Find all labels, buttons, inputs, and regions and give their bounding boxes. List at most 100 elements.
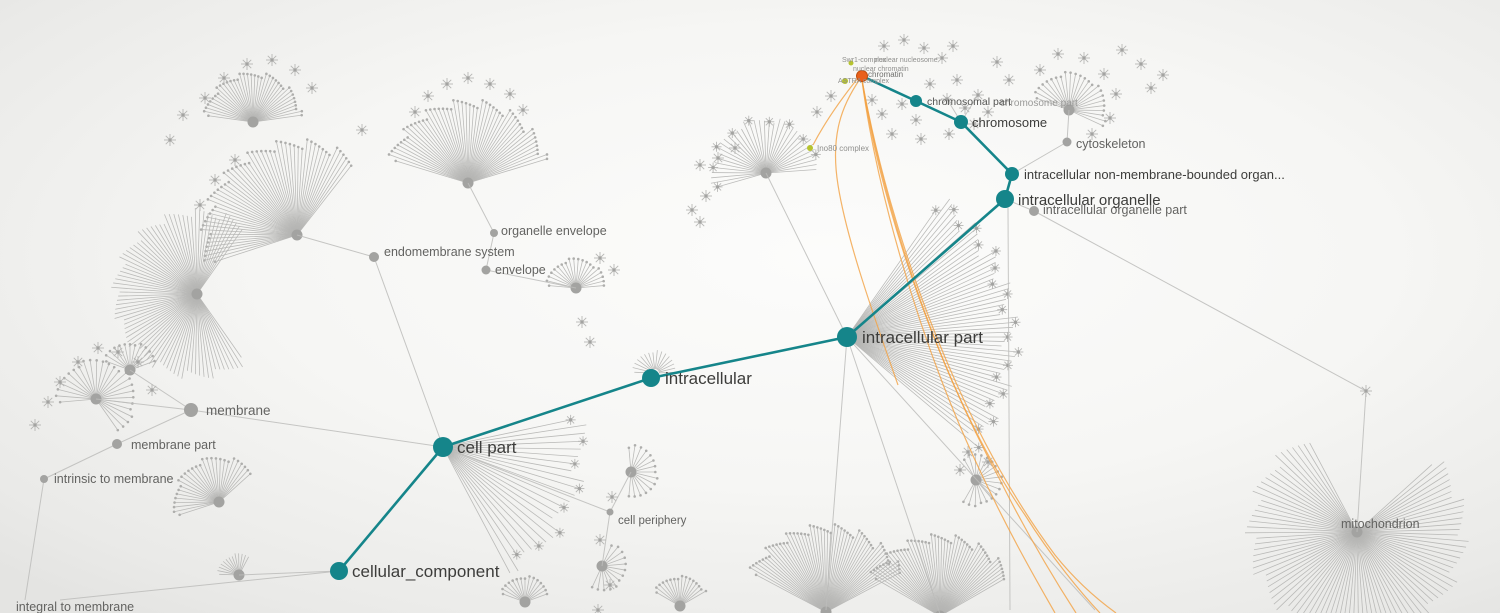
star-node[interactable]: [422, 90, 434, 102]
star-node[interactable]: [1078, 52, 1090, 64]
graph-node-intracellular-organelle-part[interactable]: [1029, 206, 1039, 216]
star-node[interactable]: [729, 142, 741, 154]
star-node[interactable]: [972, 89, 984, 101]
star-node[interactable]: [484, 78, 496, 90]
star-node[interactable]: [441, 78, 453, 90]
star-node[interactable]: [1145, 82, 1157, 94]
star-node[interactable]: [708, 162, 719, 173]
star-node[interactable]: [112, 346, 124, 358]
star-node[interactable]: [306, 82, 318, 94]
graph-node-intrinsic-to-membrane[interactable]: [40, 475, 48, 483]
star-node[interactable]: [878, 40, 890, 52]
star-node[interactable]: [209, 174, 221, 186]
star-node[interactable]: [558, 502, 569, 513]
graph-node-endomembrane-system[interactable]: [369, 252, 379, 262]
star-node[interactable]: [825, 90, 837, 102]
star-node[interactable]: [959, 102, 971, 114]
star-node[interactable]: [54, 376, 66, 388]
star-node[interactable]: [1034, 64, 1046, 76]
star-node[interactable]: [606, 491, 618, 503]
star-node[interactable]: [910, 114, 922, 126]
star-node[interactable]: [712, 181, 723, 192]
star-node[interactable]: [218, 72, 230, 84]
star-node[interactable]: [694, 216, 706, 228]
cluster-node[interactable]: [519, 596, 531, 608]
cluster-node[interactable]: [935, 610, 946, 613]
star-node[interactable]: [241, 58, 253, 70]
star-node[interactable]: [229, 154, 241, 166]
star-node[interactable]: [915, 133, 927, 145]
star-node[interactable]: [997, 304, 1008, 315]
star-node[interactable]: [947, 40, 959, 52]
star-node[interactable]: [712, 152, 724, 164]
star-node[interactable]: [991, 372, 1002, 383]
star-node[interactable]: [42, 396, 54, 408]
star-node[interactable]: [1010, 317, 1021, 328]
star-node[interactable]: [764, 116, 775, 127]
graph-node-nucleosome-hit[interactable]: [856, 70, 868, 82]
star-node[interactable]: [164, 134, 176, 146]
star-node[interactable]: [1110, 88, 1122, 100]
star-node[interactable]: [941, 93, 953, 105]
star-node[interactable]: [954, 464, 966, 476]
star-node[interactable]: [266, 54, 278, 66]
star-node[interactable]: [1116, 44, 1128, 56]
star-node[interactable]: [462, 72, 474, 84]
star-node[interactable]: [409, 106, 421, 118]
star-node[interactable]: [1013, 346, 1024, 357]
graph-node-intracellular-organelle[interactable]: [996, 190, 1014, 208]
star-node[interactable]: [1360, 385, 1372, 397]
graph-node-cytoskeleton[interactable]: [1062, 137, 1072, 147]
star-node[interactable]: [998, 388, 1009, 399]
graph-node-cell-periphery[interactable]: [606, 508, 614, 516]
star-node[interactable]: [924, 78, 936, 90]
star-node[interactable]: [984, 398, 995, 409]
graph-node-membrane[interactable]: [184, 403, 198, 417]
star-node[interactable]: [199, 92, 211, 104]
cluster-node[interactable]: [674, 600, 686, 612]
star-node[interactable]: [1135, 58, 1147, 70]
star-node[interactable]: [565, 414, 576, 425]
star-node[interactable]: [29, 419, 41, 431]
star-node[interactable]: [1002, 288, 1013, 299]
star-node[interactable]: [604, 579, 616, 591]
star-node[interactable]: [132, 356, 144, 368]
star-node[interactable]: [987, 279, 998, 290]
star-node[interactable]: [686, 204, 698, 216]
star-node[interactable]: [991, 56, 1003, 68]
star-node[interactable]: [574, 483, 585, 494]
star-node[interactable]: [92, 342, 104, 354]
star-node[interactable]: [988, 416, 999, 427]
star-node[interactable]: [584, 336, 596, 348]
star-node[interactable]: [1002, 360, 1013, 371]
graph-node-green[interactable]: [848, 60, 854, 66]
star-node[interactable]: [898, 34, 910, 46]
graph-node-intracellular-part[interactable]: [837, 327, 857, 347]
graph-node-cellular-component[interactable]: [330, 562, 348, 580]
graph-node-chromosome[interactable]: [954, 115, 968, 129]
graph-node-cell-part[interactable]: [433, 437, 453, 457]
star-node[interactable]: [971, 223, 982, 234]
star-node[interactable]: [811, 106, 823, 118]
star-node[interactable]: [886, 128, 898, 140]
star-node[interactable]: [866, 94, 878, 106]
star-node[interactable]: [576, 316, 588, 328]
star-node[interactable]: [177, 109, 189, 121]
cluster-node[interactable]: [247, 116, 259, 128]
star-node[interactable]: [356, 124, 368, 136]
star-node[interactable]: [533, 540, 544, 551]
star-node[interactable]: [1157, 69, 1169, 81]
star-node[interactable]: [569, 458, 580, 469]
star-node[interactable]: [1098, 68, 1110, 80]
star-node[interactable]: [711, 141, 722, 152]
star-node[interactable]: [982, 456, 994, 468]
star-node[interactable]: [594, 252, 606, 264]
star-node[interactable]: [951, 74, 963, 86]
star-node[interactable]: [743, 115, 754, 126]
star-node[interactable]: [72, 356, 84, 368]
star-node[interactable]: [798, 134, 809, 145]
cluster-node[interactable]: [191, 288, 203, 300]
star-node[interactable]: [1086, 128, 1098, 140]
star-node[interactable]: [784, 119, 795, 130]
